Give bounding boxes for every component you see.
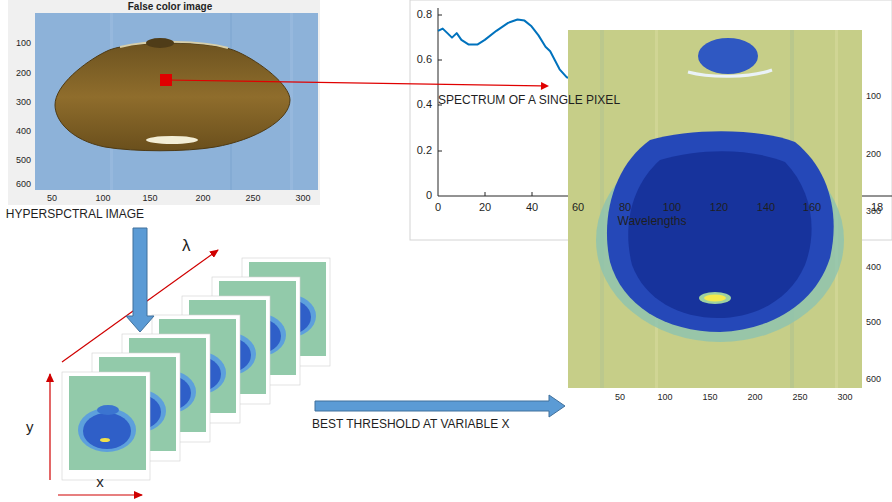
tick-label: 20 bbox=[479, 201, 491, 214]
panel-caption: HYPERSPCTRAL IMAGE bbox=[6, 208, 144, 222]
tick-label: 0.8 bbox=[417, 8, 432, 21]
edge-label: BEST THRESHOLD AT VARIABLE X bbox=[312, 418, 510, 432]
band-stack bbox=[62, 258, 330, 480]
tick-label: 300 bbox=[16, 97, 31, 107]
tick-label: 0.6 bbox=[417, 53, 432, 66]
tick-label: 40 bbox=[526, 201, 538, 214]
tick-label: 0 bbox=[426, 189, 432, 202]
tick-label: 300 bbox=[866, 206, 881, 216]
tick-label: 160 bbox=[803, 201, 821, 214]
tick-label: 0.4 bbox=[417, 98, 432, 111]
axis-label: x bbox=[96, 473, 104, 490]
tick-label: 0 bbox=[435, 201, 441, 214]
plot-annotation: SPECTRUM OF A SINGLE PIXEL bbox=[438, 94, 620, 108]
tick-label: 100 bbox=[866, 91, 881, 101]
tick-label: 400 bbox=[866, 262, 881, 272]
tick-label: 100 bbox=[16, 38, 31, 48]
tick-label: 150 bbox=[702, 392, 717, 402]
figure-ground bbox=[8, 0, 320, 205]
axis-label: y bbox=[26, 418, 34, 435]
tick-label: 400 bbox=[16, 126, 31, 136]
tick-label: 250 bbox=[245, 193, 260, 203]
axis-label: Wavelengths bbox=[618, 215, 687, 229]
tick-label: 200 bbox=[195, 193, 210, 203]
tick-label: 150 bbox=[142, 193, 157, 203]
block-arrow bbox=[126, 228, 154, 332]
tick-label: 0.2 bbox=[417, 144, 432, 157]
threshold-image: 100 200 300 400 500 600 50 100 150 200 250 300 bbox=[565, 25, 890, 500]
tick-label: 120 bbox=[710, 201, 728, 214]
tick-label: 100 bbox=[95, 193, 110, 203]
tick-label: 140 bbox=[757, 201, 775, 214]
axis-label: λ bbox=[182, 236, 191, 256]
tick-label: 80 bbox=[619, 201, 631, 214]
image-ground bbox=[35, 13, 318, 190]
tick-label: 100 bbox=[663, 201, 681, 214]
tick-label: 60 bbox=[572, 201, 584, 214]
tick-label: 600 bbox=[866, 374, 881, 384]
tick-label: 50 bbox=[47, 193, 57, 203]
tick-label: 500 bbox=[16, 155, 31, 165]
axis-arrow bbox=[58, 494, 142, 495]
tick-label: 500 bbox=[866, 317, 881, 327]
axis-arrow bbox=[49, 374, 50, 480]
panel-title: False color image bbox=[128, 1, 212, 13]
tick-label: 250 bbox=[792, 392, 807, 402]
image-ground bbox=[568, 30, 862, 388]
spectrum-plot: 0.8 0.6 0.4 0.2 0 SPECTRUM OF A SINGLE PIXEL 0… bbox=[410, 0, 892, 240]
tick-label: 50 bbox=[615, 392, 625, 402]
image-panel: False color image 100 200 300 400 500 600 50 100… bbox=[8, 0, 320, 228]
tick-label: 100 bbox=[657, 392, 672, 402]
pointer-arrow bbox=[166, 80, 549, 90]
tick-label: 300 bbox=[837, 392, 852, 402]
tick-label: 200 bbox=[866, 149, 881, 159]
band-stack: λyx bbox=[25, 332, 315, 498]
object-shape bbox=[55, 43, 290, 151]
tick-label: 200 bbox=[747, 392, 762, 402]
tick-label: 300 bbox=[295, 193, 310, 203]
tick-label: 200 bbox=[16, 68, 31, 78]
object-region bbox=[607, 131, 834, 332]
block-arrow bbox=[315, 395, 565, 417]
tick-label: 600 bbox=[16, 179, 31, 189]
